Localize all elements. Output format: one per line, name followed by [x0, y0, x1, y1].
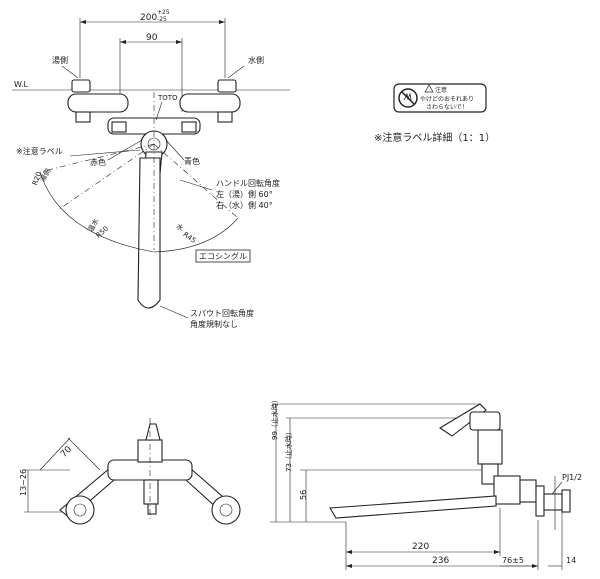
label-caution-label: ※注意ラベル: [16, 146, 63, 156]
label-water: 水: [174, 222, 185, 233]
dim-73: 73（止水時）: [284, 428, 293, 472]
label-red: 赤色: [90, 157, 106, 167]
caution-caption: ※注意ラベル詳細（1：1）: [374, 131, 495, 144]
spout-rotation-title: スパウト回転角度: [190, 308, 254, 318]
label-toto: TOTO: [157, 94, 178, 102]
caution-line2: さわらないで！: [426, 104, 468, 111]
dim-99: 99（止水時）: [270, 396, 279, 440]
top-view: 200 +25 -25 90 W.L 湯側 水側 TOTO: [12, 9, 290, 329]
label-eco-single: エコシングル: [199, 251, 247, 261]
spout-rotation-note: 角度規制なし: [190, 319, 238, 329]
dim-200-tol-plus: +25: [157, 9, 170, 16]
label-wl: W.L: [14, 80, 29, 89]
warning-icon: [424, 84, 434, 93]
handle-rotation-title: ハンドル回転角度: [216, 178, 280, 188]
front-view: 70 13~26: [19, 418, 241, 525]
dim-220: 220: [412, 542, 429, 552]
caution-line1: やけどのおそれあり: [420, 95, 474, 103]
label-pj: PJ1/2: [562, 473, 582, 482]
dim-200: 200: [140, 13, 157, 23]
label-blue: 青色: [184, 156, 200, 166]
dim-13-26: 13~26: [19, 469, 28, 496]
label-cold-side: 水側: [248, 55, 264, 65]
dim-76: 76±5: [502, 556, 524, 565]
dim-14: 14: [566, 556, 576, 565]
label-cold-radius: R45: [181, 230, 197, 244]
dim-200-tol-minus: -25: [157, 16, 167, 23]
dim-236: 236: [432, 556, 449, 566]
handle-rotation-left: 左（湯）側 60°: [216, 189, 273, 199]
dim-56: 56: [299, 490, 308, 500]
side-view: 99（止水時） 73（止水時） 56 PJ1/2 220 236: [270, 396, 582, 570]
dim-70: 70: [59, 444, 74, 459]
caution-header: 注意: [435, 86, 447, 94]
caution-label-detail: 注意 やけどのおそれあり さわらないで！ ※注意ラベル詳細（1：1）: [374, 83, 495, 144]
dim-90: 90: [146, 33, 158, 43]
label-hot-side: 湯側: [52, 55, 68, 65]
handle-rotation-right: 右（水）側 40°: [216, 200, 273, 210]
